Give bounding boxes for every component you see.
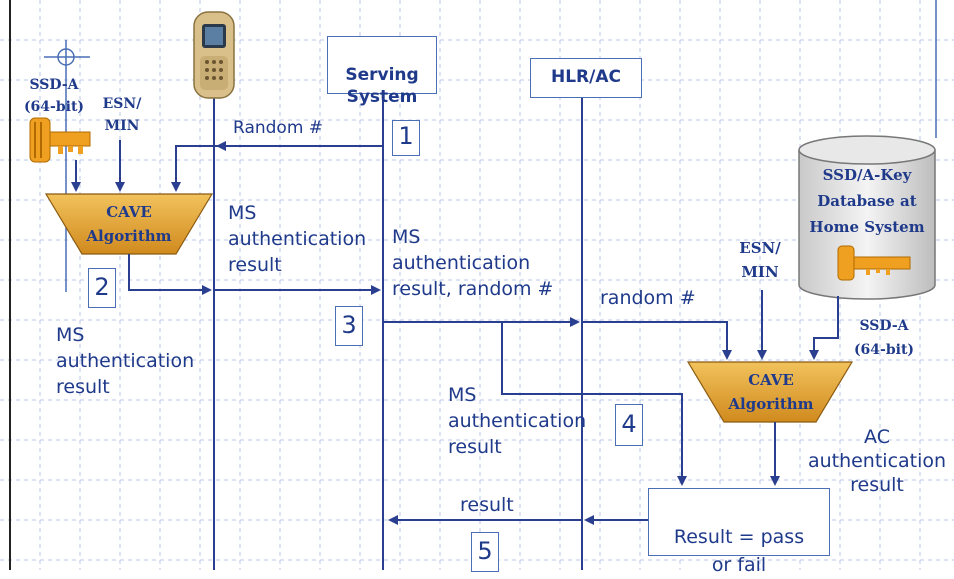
crosshair-icon	[44, 40, 90, 292]
arrow-group	[71, 140, 839, 525]
ms-auth-left-label: MS authentication result	[56, 324, 195, 398]
database-key-icon	[837, 245, 911, 281]
database-label: SSD/A-Key Database at Home System	[809, 166, 925, 236]
hlr-ac-box: HLR/AC	[530, 58, 642, 98]
ms-auth-mid-label: MS authentication result	[228, 202, 367, 276]
ms-auth-random-label: MS authentication result, random #	[392, 226, 554, 300]
random-hlr-label: random #	[600, 287, 696, 309]
step-1-box: 1	[392, 120, 420, 156]
mobile-phone-icon	[193, 11, 235, 99]
ac-auth-label: AC authentication result	[807, 426, 947, 496]
result-label: result	[460, 494, 514, 516]
step-2-box: 2	[88, 268, 116, 308]
random-top-label: Random #	[233, 118, 324, 138]
serving-system-label: Serving System	[345, 65, 419, 107]
cave-algorithm-left-label: CAVE Algorithm	[86, 203, 172, 245]
esn-min-left-label: ESN/ MIN	[102, 96, 142, 134]
serving-system-box: Serving System	[327, 36, 437, 107]
esn-min-right-label: ESN/ MIN	[739, 239, 781, 281]
ssd-a-left-label: SSD-A (64-bit)	[23, 77, 85, 115]
cave-algorithm-left-shape	[44, 193, 214, 255]
result-box: Result = pass or fail	[648, 488, 830, 576]
cave-algorithm-right-shape	[686, 361, 854, 423]
cave-algorithm-right-label: CAVE Algorithm	[728, 371, 814, 413]
step-4-box: 4	[615, 404, 643, 446]
step-5-box: 5	[471, 532, 499, 572]
hlr-ac-label: HLR/AC	[551, 67, 621, 87]
ssd-a-right-label: SSD-A (64-bit)	[853, 318, 915, 358]
ms-auth-lower-label: MS authentication result	[448, 384, 587, 458]
step-3-box: 3	[335, 306, 363, 346]
key-icon	[29, 117, 91, 163]
